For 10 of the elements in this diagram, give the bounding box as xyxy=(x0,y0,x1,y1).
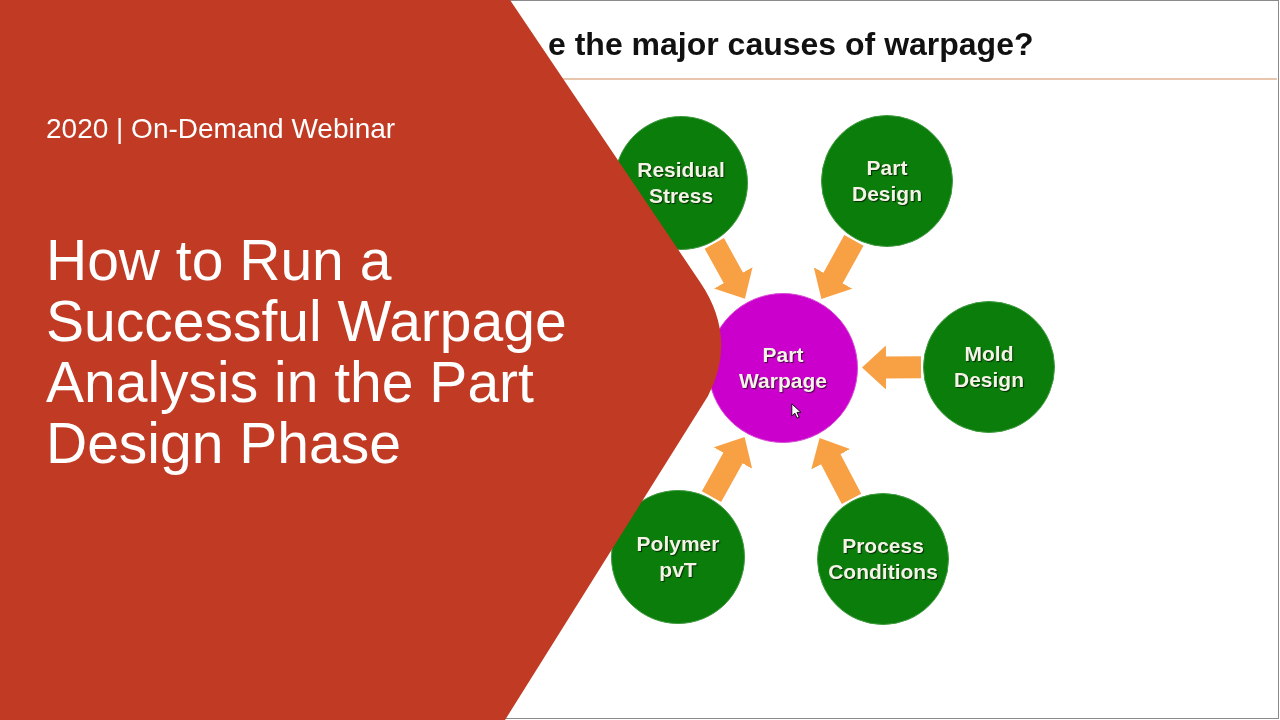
webinar-title: How to Run a Successful Warpage Analysis in the Part Design Phase xyxy=(46,230,568,474)
node-label: Residual Stress xyxy=(637,157,725,209)
arrow xyxy=(861,345,922,390)
slide-heading: e the major causes of warpage? xyxy=(548,26,1034,63)
node-label: Mold Design xyxy=(954,341,1024,393)
event-subtitle: 2020 | On-Demand Webinar xyxy=(46,113,396,145)
node-label: Process Conditions xyxy=(828,533,938,585)
node-label: Polymer pvT xyxy=(636,531,720,583)
node-label: Part Warpage xyxy=(739,342,827,394)
node-label: Part Design xyxy=(852,155,922,207)
